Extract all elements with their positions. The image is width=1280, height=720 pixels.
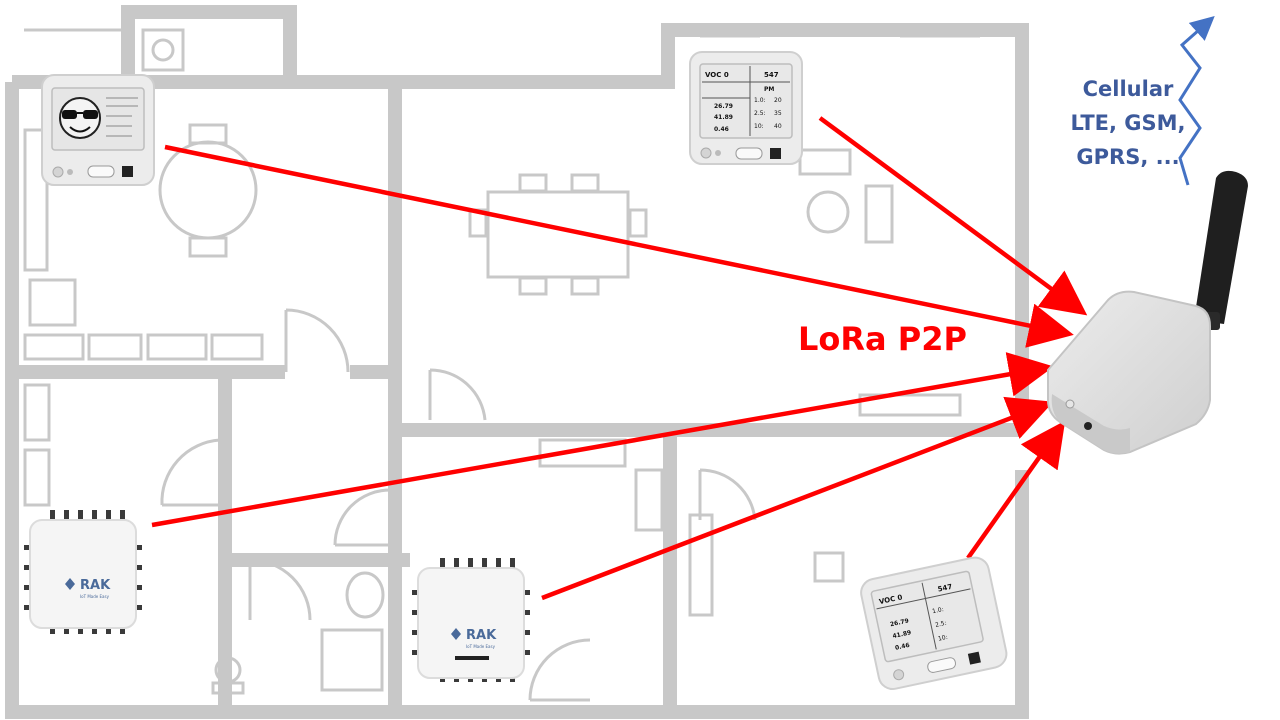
antenna-icon xyxy=(1192,170,1248,330)
pressure-reading: 0.46 xyxy=(714,126,729,133)
co2-reading: 547 xyxy=(764,71,779,79)
cellular-line-2: LTE, GSM, xyxy=(1070,111,1186,135)
pm-val-1: 20 xyxy=(774,97,782,104)
lora-link-5 xyxy=(966,420,1066,560)
pm-row-2: 2.5: xyxy=(754,110,766,117)
cellular-line-1: Cellular xyxy=(1082,77,1174,101)
rak-sensor-middle: RAK IoT Made Easy xyxy=(412,558,530,682)
rak-brand-sub: IoT Made Easy xyxy=(466,644,496,649)
pm-row-3: 10: xyxy=(937,634,948,643)
smiley-sunglasses-icon xyxy=(59,97,101,139)
temperature-reading: 26.79 xyxy=(889,618,909,629)
humidity-reading: 41.89 xyxy=(892,629,912,640)
protocol-label: LoRa P2P xyxy=(798,320,967,358)
cellular-line-3: GPRS, ... xyxy=(1076,145,1180,169)
rak-brand-label: RAK xyxy=(466,628,497,643)
cellular-uplink-zigzag-icon xyxy=(1178,16,1215,186)
pm-row-1: 1.0: xyxy=(932,606,945,615)
co2-reading: 547 xyxy=(937,583,953,594)
pm-row-3: 10: xyxy=(754,123,764,130)
pressure-reading: 0.46 xyxy=(894,642,910,652)
pm-title: PM xyxy=(764,86,774,93)
pm-row-2: 2.5: xyxy=(935,620,948,629)
epaper-sensor-voc-bottom: VOC 0 547 26.79 41.89 0.46 1.0: 2.5: 10: xyxy=(860,556,1008,690)
floor-plan-details xyxy=(23,28,980,702)
epaper-sensor-smiley xyxy=(41,74,155,186)
temperature-reading: 26.79 xyxy=(714,103,733,110)
lora-gateway xyxy=(1047,170,1248,455)
pm-row-1: 1.0: xyxy=(754,97,766,104)
rak-sensor-left: RAK IoT Made Easy xyxy=(24,510,142,634)
lora-link-2 xyxy=(818,116,1088,316)
lora-link-3 xyxy=(151,352,1054,528)
cellular-label: Cellular LTE, GSM, GPRS, ... xyxy=(1058,72,1198,174)
lora-link-4 xyxy=(541,396,1054,601)
rak-brand-label: RAK xyxy=(80,578,111,593)
humidity-reading: 41.89 xyxy=(714,114,733,121)
voc-reading: VOC 0 xyxy=(705,71,729,79)
rak-logo-icon xyxy=(65,578,75,590)
pm-val-3: 40 xyxy=(774,123,782,130)
epaper-sensor-voc-top: VOC 0 547 PM 1.0: 20 2.5: 35 10: 40 26.7… xyxy=(689,51,803,165)
rak-logo-icon xyxy=(451,628,461,640)
rak-brand-sub: IoT Made Easy xyxy=(80,594,110,599)
lora-links xyxy=(151,116,1088,601)
lora-link-1 xyxy=(164,144,1074,348)
pm-val-2: 35 xyxy=(774,110,782,117)
